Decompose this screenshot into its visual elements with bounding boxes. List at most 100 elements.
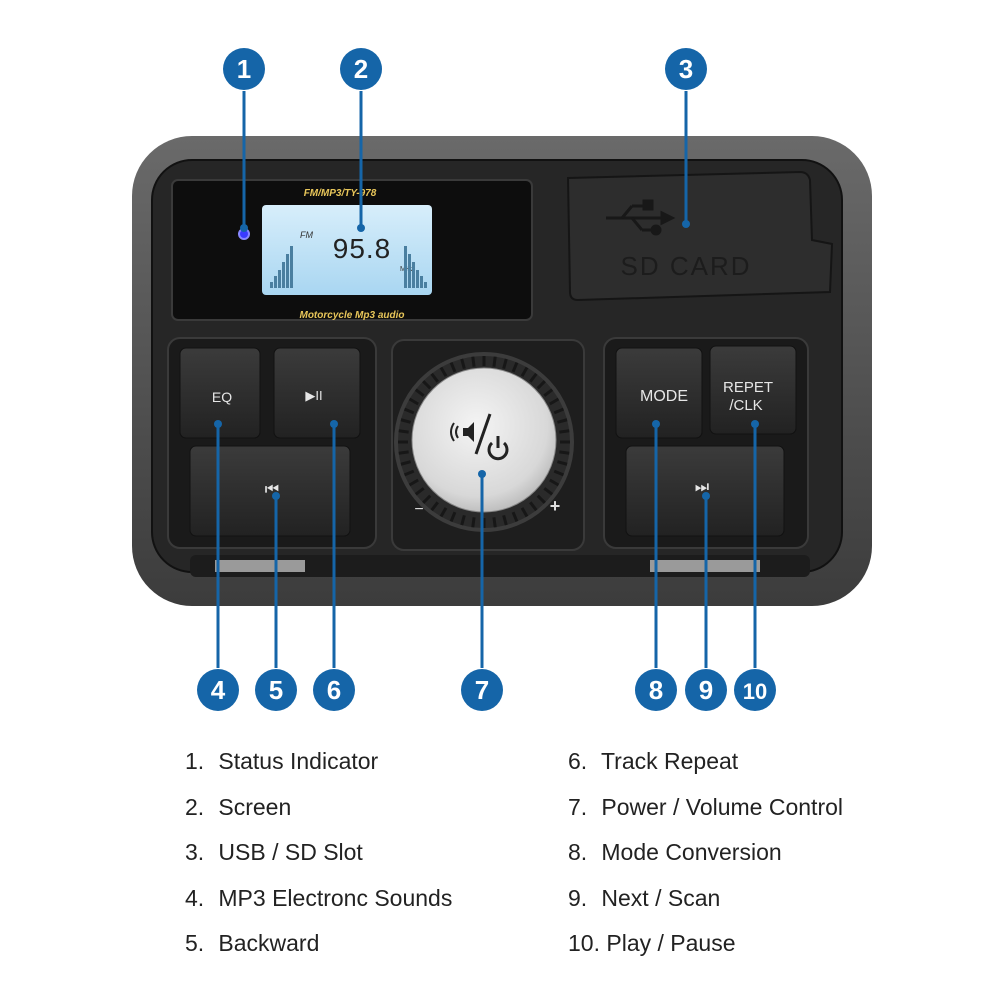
callout-dot	[478, 470, 486, 478]
eq-bar	[270, 282, 273, 288]
knob-tooth	[422, 380, 432, 390]
callout-circle	[635, 669, 677, 711]
callout-number: 8	[649, 675, 663, 705]
legend-item: 4. MP3 Electronc Sounds	[185, 884, 452, 911]
knob-tooth	[559, 429, 570, 434]
eq-button[interactable]	[179, 347, 261, 439]
play-pause-button[interactable]	[273, 347, 361, 439]
knob-tooth	[559, 450, 570, 455]
repet-clk-button[interactable]	[709, 345, 797, 435]
knob-tooth	[408, 478, 419, 487]
legend-number: 4.	[185, 884, 205, 911]
knob-tooth	[471, 517, 476, 528]
eq-bar	[408, 254, 411, 288]
legend-text: Play / Pause	[599, 930, 736, 956]
knob-tooth	[553, 469, 565, 477]
legend-number: 3.	[185, 839, 205, 865]
knob-tooth	[430, 501, 439, 512]
knob-tooth	[430, 372, 439, 383]
callout-number: 7	[475, 675, 489, 705]
knob-tooth	[543, 388, 554, 397]
power-volume-knob[interactable]	[411, 367, 557, 513]
legend-number: 5.	[185, 930, 205, 956]
brand-label: FM/MP3/TY-978	[304, 188, 377, 199]
knob-tooth	[492, 517, 497, 528]
repet-button-label-line1: REPET	[723, 379, 773, 396]
eq-bar	[282, 262, 285, 288]
legend-text: Backward	[212, 930, 320, 956]
knob-tooth	[449, 511, 457, 523]
eq-bar	[278, 270, 281, 288]
legend-text: USB / SD Slot	[212, 839, 363, 865]
callout-dot	[751, 420, 759, 428]
knob-tooth	[511, 511, 519, 523]
knob-tooth	[408, 397, 419, 406]
speaker-power-icon	[450, 413, 509, 461]
eq-bar	[274, 276, 277, 288]
knob-tooth	[398, 429, 409, 434]
knob-tooth	[492, 356, 497, 367]
callout-circle	[734, 669, 776, 711]
mode-button-label: MODE	[640, 388, 688, 405]
knob-minus-label: −	[414, 501, 423, 518]
legend-item: 6. Track Repeat	[568, 750, 738, 773]
knob-tooth	[520, 507, 529, 518]
knob-tooth	[460, 515, 466, 526]
callout-dot	[240, 224, 248, 232]
callout-dot	[272, 492, 280, 500]
lcd-unit: MHz	[400, 266, 415, 273]
legend-text: Screen	[212, 793, 292, 820]
eq-bar	[286, 254, 289, 288]
usb-icon	[606, 199, 676, 236]
eq-bar	[290, 246, 293, 288]
legend-text: Status Indicator	[212, 748, 379, 774]
callout-dot	[652, 420, 660, 428]
legend-item: 5. Backward	[185, 932, 319, 955]
lcd-equalizer-left	[270, 246, 293, 288]
eq-button-label: EQ	[212, 389, 232, 405]
eq-bar	[420, 276, 423, 288]
legend-number: 2.	[185, 793, 205, 820]
callout-dot	[330, 420, 338, 428]
knob-tooth	[400, 418, 411, 424]
legend-item: 8. Mode Conversion	[568, 841, 782, 864]
previous-button[interactable]	[189, 445, 351, 537]
knob-tooth	[398, 450, 409, 455]
mode-button[interactable]	[615, 347, 703, 439]
knob-teeth	[398, 356, 570, 528]
callout-circle	[340, 48, 382, 90]
legend-text: Power / Volume Control	[595, 793, 844, 820]
bottom-label: Motorcycle Mp3 audio	[299, 310, 404, 321]
callout-circle	[313, 669, 355, 711]
knob-tooth	[543, 487, 554, 496]
callout-number: 10	[743, 679, 767, 704]
callout-circle	[223, 48, 265, 90]
lcd-screen	[262, 205, 432, 295]
knob-tooth	[414, 487, 425, 496]
eq-bar	[416, 270, 419, 288]
lcd-frequency: 95.8	[333, 233, 392, 264]
repet-button-label-line2: /CLK	[729, 397, 762, 414]
legend-item: 3. USB / SD Slot	[185, 841, 363, 864]
knob-plus-label: +	[550, 496, 561, 516]
knob-tooth	[520, 366, 529, 377]
eq-bar	[412, 262, 415, 288]
knob-tooth	[549, 397, 560, 406]
eq-bar	[424, 282, 427, 288]
legend-item: 9. Next / Scan	[568, 886, 720, 910]
callout-number: 9	[699, 675, 713, 705]
legend-number: 1.	[185, 748, 205, 774]
legend-text: Mode Conversion	[595, 839, 782, 865]
callout-number: 4	[211, 675, 226, 705]
callout-circle	[461, 669, 503, 711]
legend-number: 8.	[568, 839, 588, 865]
knob-tooth	[549, 478, 560, 487]
legend-text: Track Repeat	[595, 748, 739, 774]
callout-dot	[682, 220, 690, 228]
play-pause-button-label: ▶II	[305, 388, 322, 403]
callout-number: 2	[354, 54, 368, 84]
callout-circle	[197, 669, 239, 711]
callout-circle	[685, 669, 727, 711]
